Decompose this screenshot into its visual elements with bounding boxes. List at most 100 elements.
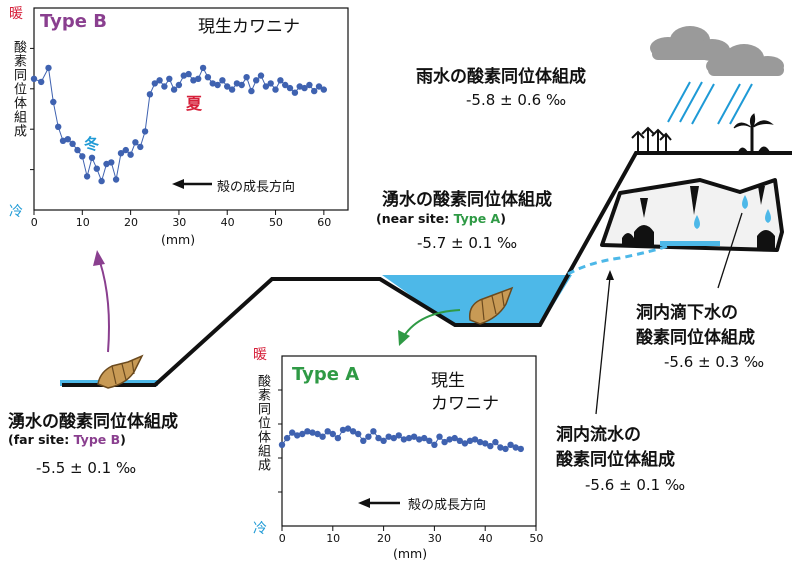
x-tick-label: 40: [479, 532, 493, 545]
chart-a-growth-arrow-head: [358, 498, 370, 508]
spring-far-site-prefix: (far site:: [8, 432, 74, 447]
data-point: [45, 65, 51, 71]
data-point: [436, 434, 442, 440]
data-point: [176, 82, 182, 88]
chart-a-cold-label: 冷: [253, 518, 267, 538]
x-tick-label: 20: [124, 216, 138, 229]
spring-near-site-suffix: ): [500, 211, 506, 226]
data-point: [113, 176, 119, 182]
spring-near-site: (near site: Type A): [376, 211, 506, 226]
data-point: [166, 76, 172, 82]
data-point: [50, 99, 56, 105]
data-point: [147, 91, 153, 97]
cave-stream-value: -5.6 ± 0.1 ‰: [585, 476, 685, 494]
data-point: [127, 152, 133, 158]
data-point: [108, 159, 114, 165]
data-point: [277, 77, 283, 83]
data-point: [142, 128, 148, 134]
data-point: [69, 141, 75, 147]
spring-far-site-suffix: ): [120, 432, 126, 447]
data-point: [365, 434, 371, 440]
x-tick-label: 0: [31, 216, 38, 229]
x-tick-label: 40: [221, 216, 235, 229]
x-tick-label: 20: [377, 532, 391, 545]
data-point: [292, 90, 298, 96]
arrow-head-purple: [93, 250, 105, 266]
data-point: [161, 83, 167, 89]
data-point: [518, 446, 524, 452]
data-point: [156, 77, 162, 83]
spring-near-title: 湧水の酸素同位体組成: [382, 185, 552, 210]
data-point: [311, 88, 317, 94]
chart-b-cold-label: 冷: [9, 201, 23, 221]
data-point: [243, 74, 249, 80]
data-point: [492, 439, 498, 445]
chart-b-warm-label: 暖: [9, 3, 23, 23]
x-tick-label: 10: [326, 532, 340, 545]
cloud-icon: [650, 26, 784, 76]
rain-title: 雨水の酸素同位体組成: [416, 62, 586, 87]
spring-far-site-type: Type B: [74, 432, 121, 447]
data-point: [279, 442, 285, 448]
chart-b-points: [31, 65, 327, 185]
data-point: [287, 85, 293, 91]
arrow-head-green: [398, 330, 410, 346]
data-point: [321, 86, 327, 92]
data-point: [74, 147, 80, 153]
chart-b-growth-label: 殻の成長方向: [217, 176, 295, 195]
chart-b-summer-label: 夏: [186, 90, 202, 114]
chart-b-growth-arrow-head: [172, 179, 184, 189]
data-point: [98, 178, 104, 184]
spring-far-title: 湧水の酸素同位体組成: [8, 407, 178, 432]
chart-a-subtitle-line1: 現生: [431, 366, 465, 391]
arrow-to-type-b: [100, 262, 109, 352]
spring-near-value: -5.7 ± 0.1 ‰: [417, 234, 517, 252]
data-point: [330, 431, 336, 437]
data-point: [137, 144, 143, 150]
data-point: [284, 435, 290, 441]
data-point: [253, 77, 259, 83]
data-point: [502, 446, 508, 452]
cave-drip-title-line2: 酸素同位体組成: [636, 323, 755, 348]
data-point: [258, 72, 264, 78]
spring-far-value: -5.5 ± 0.1 ‰: [36, 459, 136, 477]
chart-a-subtitle-line2: カワニナ: [431, 389, 499, 414]
cave-stream-title-line2: 酸素同位体組成: [556, 445, 675, 470]
chart-b-xlabel: (mm): [161, 232, 195, 247]
data-point: [185, 71, 191, 77]
data-point: [396, 432, 402, 438]
palm-tree-icon: [734, 114, 772, 153]
data-point: [94, 166, 100, 172]
data-point: [200, 65, 206, 71]
chart-a-title: Type A: [292, 364, 359, 385]
data-point: [426, 438, 432, 444]
chart-a-growth-label: 殻の成長方向: [408, 494, 486, 513]
data-point: [132, 139, 138, 145]
data-point: [268, 80, 274, 86]
data-point: [55, 124, 61, 130]
data-point: [171, 86, 177, 92]
chart-b-winter-label: 冬: [84, 133, 99, 154]
x-tick-label: 30: [428, 532, 442, 545]
chart-a-ylabel: 酸素同位体組成: [253, 374, 272, 472]
x-tick-label: 50: [529, 532, 543, 545]
data-point: [89, 155, 95, 161]
x-tick-label: 60: [317, 216, 331, 229]
cave-drip-title-line1: 洞内滴下水の: [636, 298, 738, 323]
cave-stream-title-line1: 洞内流水の: [556, 420, 641, 445]
data-point: [219, 77, 225, 83]
data-point: [431, 442, 437, 448]
data-point: [79, 153, 85, 159]
chart-a-warm-label: 暖: [253, 344, 267, 364]
rain-lines: [668, 82, 752, 124]
data-point: [214, 82, 220, 88]
data-point: [123, 147, 129, 153]
rain-value: -5.8 ± 0.6 ‰: [466, 91, 566, 109]
data-point: [31, 76, 37, 82]
spring-near-site-prefix: (near site:: [376, 211, 454, 226]
spring-far-site: (far site: Type B): [8, 432, 126, 447]
x-tick-label: 10: [76, 216, 90, 229]
data-point: [370, 428, 376, 434]
chart-b-subtitle: 現生カワニナ: [198, 12, 300, 37]
data-point: [195, 76, 201, 82]
